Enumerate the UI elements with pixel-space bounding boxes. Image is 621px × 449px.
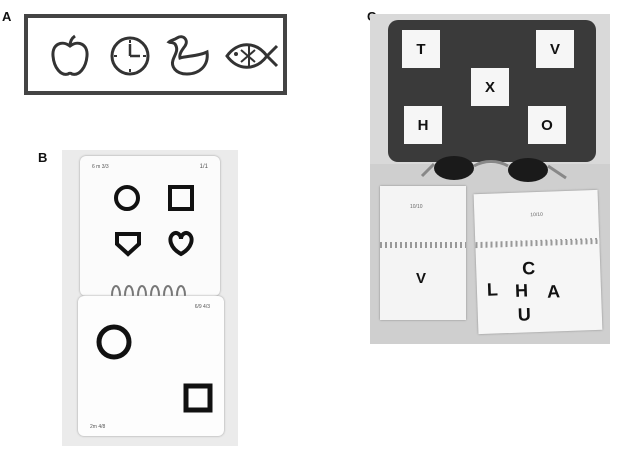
arrow-shape	[115, 232, 141, 257]
panel-b-label: B	[38, 150, 48, 165]
duck-icon	[166, 35, 209, 76]
left-card-binding	[380, 242, 466, 248]
top-card-corner-left: 6 m 3/3	[92, 164, 109, 170]
circle-shape	[114, 185, 140, 211]
right-card-letter-a: A	[546, 281, 561, 302]
bottom-card-corner-left: 2m 4/8	[90, 424, 106, 430]
left-card-letter: V	[416, 270, 427, 287]
right-card-header: 10/10	[530, 211, 543, 219]
large-square-shape	[183, 383, 213, 413]
right-card-letter-h: H	[514, 280, 529, 301]
top-card: 6 m 3/3 1/1	[80, 156, 220, 296]
panel-b-photo: 6 m 3/3 1/1 6/9 4/3 2m 4/8	[62, 150, 238, 446]
left-card-header: 10/10	[410, 204, 423, 210]
top-card-corner-right: 1/1	[199, 164, 208, 170]
board-card-h: H	[404, 106, 442, 144]
fish-icon	[225, 43, 279, 69]
right-card-letter-c: C	[521, 258, 536, 279]
square-shape	[168, 185, 194, 211]
right-letter-card: 10/10 C L H A U	[473, 189, 603, 335]
occluder-glasses	[420, 156, 567, 182]
right-card-binding	[475, 237, 600, 249]
board-card-x: X	[471, 68, 509, 106]
left-letter-card: 10/10 V	[380, 186, 466, 320]
panel-a-frame	[24, 14, 287, 95]
large-circle-shape	[96, 324, 132, 360]
panel-c-photo: T V X H O 10/10 V 10/10 C L H A U	[370, 14, 610, 344]
apple-icon	[51, 34, 89, 76]
right-card-letter-l: L	[486, 279, 499, 300]
panel-a-label: A	[2, 9, 12, 24]
letter-board: T V X H O	[388, 20, 596, 162]
bottom-card: 6/9 4/3 2m 4/8	[78, 296, 224, 436]
bottom-card-shapes	[96, 324, 213, 413]
board-card-o: O	[528, 106, 566, 144]
board-card-v: V	[536, 30, 574, 68]
heart-shape	[168, 230, 194, 257]
clock-icon	[110, 36, 150, 76]
board-card-t: T	[402, 30, 440, 68]
bottom-card-corner-right: 6/9 4/3	[194, 304, 210, 310]
top-card-shapes	[114, 185, 194, 257]
right-card-letter-u: U	[517, 304, 532, 325]
